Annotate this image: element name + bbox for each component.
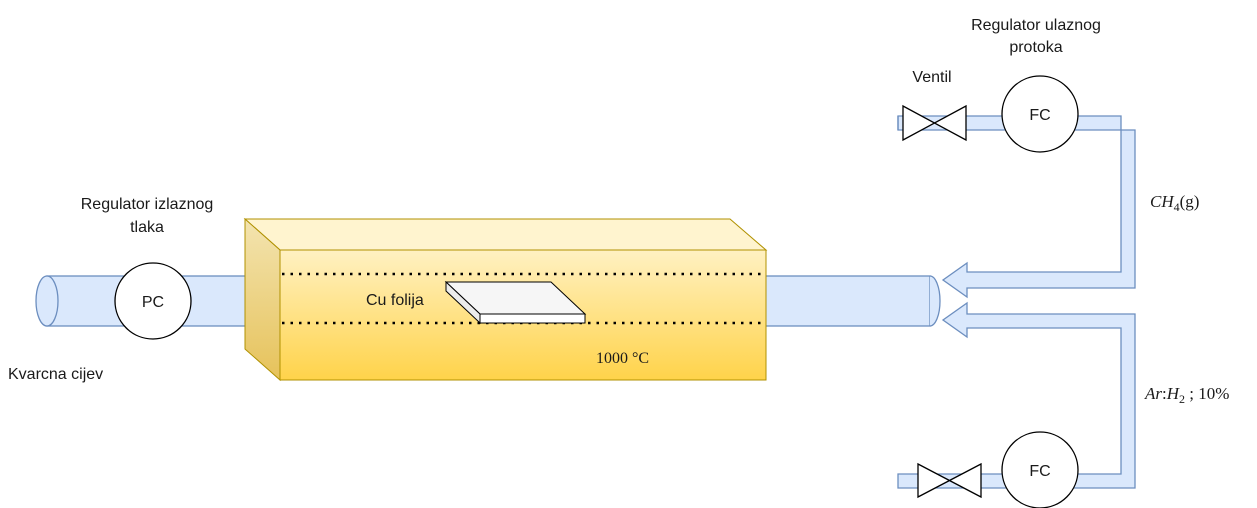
cu-foil [444, 280, 587, 325]
ch4-symbol: CH [1150, 192, 1175, 211]
ch4-feed-pipe [897, 115, 1136, 299]
furnace [243, 217, 768, 382]
temperature-label: 1000 °C [596, 350, 649, 367]
ar-symbol: Ar [1144, 384, 1162, 403]
pressure-controller[interactable]: PC [114, 262, 192, 340]
ar-h2-gas-label: Ar:H2 ; 10% [1144, 384, 1229, 406]
pc-label: PC [142, 294, 164, 311]
inlet-regulator-label-2: protoka [1009, 39, 1062, 56]
valve-label: Ventil [912, 69, 951, 86]
foil-label: Cu folija [366, 292, 424, 309]
valve-bottom[interactable] [917, 462, 982, 499]
ar-colon: : [1162, 384, 1167, 403]
ch4-gas-label: CH4(g) [1150, 192, 1199, 214]
quartz-tube-right [759, 275, 941, 327]
flow-controller-bottom[interactable]: FC [1001, 431, 1079, 508]
h2-subscript: 2 [1179, 392, 1185, 406]
outlet-regulator-label-2: tlaka [130, 219, 164, 236]
quartz-tube-label: Kvarcna cijev [8, 366, 103, 383]
outlet-regulator-label-1: Regulator izlaznog [81, 196, 214, 213]
fc-bottom-label: FC [1029, 463, 1050, 480]
inlet-regulator-label-1: Regulator ulaznog [971, 17, 1101, 34]
mix-ratio: ; 10% [1185, 384, 1229, 403]
valve-top[interactable] [902, 104, 967, 142]
ch4-state: (g) [1180, 192, 1200, 211]
flow-controller-top[interactable]: FC [1001, 75, 1079, 153]
fc-top-label: FC [1029, 107, 1050, 124]
h2-symbol: H [1166, 384, 1181, 403]
ch4-subscript: 4 [1174, 200, 1180, 214]
ar-h2-feed-pipe [897, 301, 1136, 489]
